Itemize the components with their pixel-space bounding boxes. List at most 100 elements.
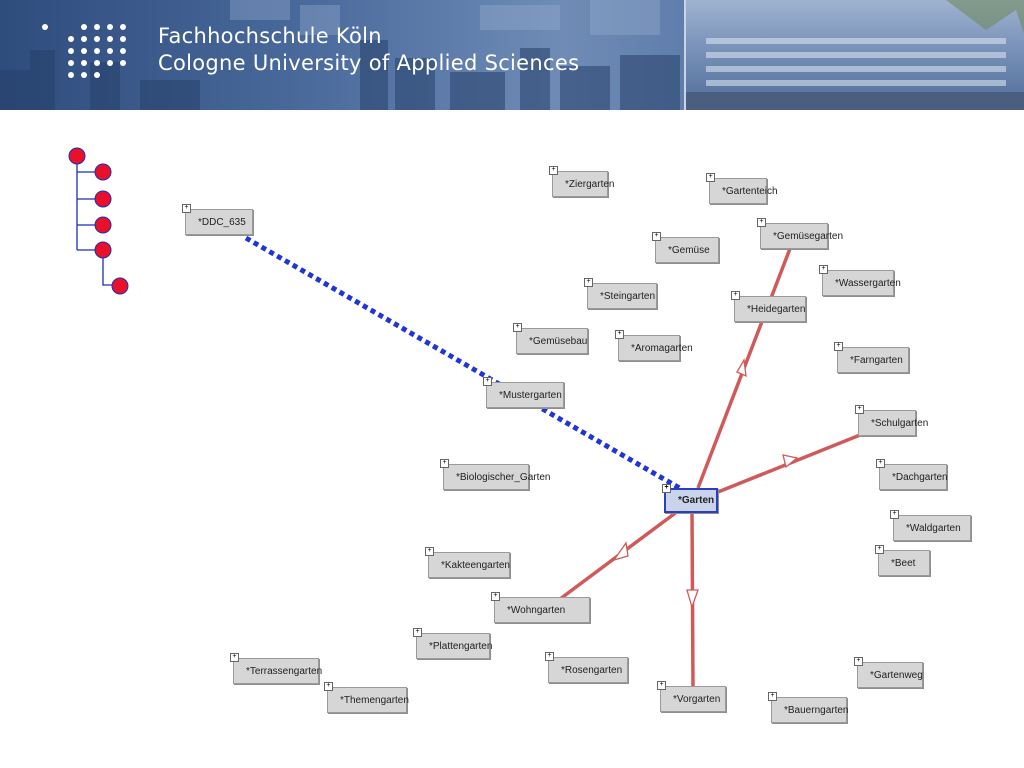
graph-node[interactable]: + *Gemüse [652, 232, 719, 263]
graph-edges [68, 147, 861, 689]
graph-node[interactable]: + *Heidegarten [731, 291, 806, 322]
expand-icon[interactable]: + [757, 218, 766, 227]
expand-icon[interactable]: + [584, 278, 593, 287]
graph-node[interactable]: +*Schulgarten [855, 405, 928, 436]
graph-node[interactable]: + *Bauerngarten [768, 692, 849, 723]
logo-dot [94, 60, 100, 66]
graph-node-center[interactable]: +*Garten [662, 484, 718, 513]
graph-node[interactable]: + *Gemüsegarten [757, 218, 843, 249]
expand-icon[interactable]: + [731, 291, 740, 300]
graph-node[interactable]: + *Aromagarten [615, 330, 693, 361]
expand-icon[interactable]: + [657, 681, 666, 690]
graph-node-label: *Gemüsebau [529, 335, 588, 347]
expand-icon[interactable]: + [819, 265, 828, 274]
logo-dot [81, 24, 87, 30]
graph-node[interactable]: + *Gemüsebau [513, 323, 588, 354]
expand-icon[interactable]: + [230, 653, 239, 662]
university-name-german: Fachhochschule Köln [158, 24, 382, 48]
logo-dot [81, 72, 87, 78]
graph-node[interactable]: + *Gartenweg [854, 657, 923, 688]
expand-icon[interactable]: + [652, 232, 661, 241]
graph-node[interactable]: + *Vorgarten [657, 681, 726, 712]
expand-icon[interactable]: + [545, 652, 554, 661]
expand-icon[interactable]: + [483, 377, 492, 386]
graph-node-label: *Biologischer_Garten [456, 471, 551, 483]
graph-node-label: *Gemüse [668, 244, 710, 256]
graph-node[interactable]: + *Waldgarten [890, 510, 971, 541]
logo-dot [120, 24, 126, 30]
arrow-vorgarten [686, 589, 699, 610]
graph-node[interactable]: + *DDC_635 [182, 204, 253, 235]
graph-node-label: *Bauerngarten [784, 704, 849, 716]
logo-dot [107, 60, 113, 66]
graph-node[interactable]: + *Ziergarten [549, 166, 614, 197]
logo-dot [68, 48, 74, 54]
graph-node-label: *Ziergarten [565, 178, 615, 190]
graph-node-label: *Aromagarten [631, 342, 693, 354]
graph-node[interactable]: + *Dachgarten [876, 459, 948, 490]
graph-node-label: *Mustergarten [499, 389, 562, 401]
logo-dot [120, 36, 126, 42]
graph-node[interactable]: +*Wassergarten [819, 265, 901, 296]
arrow-schulgarten [782, 454, 799, 469]
expand-icon[interactable]: + [491, 592, 500, 601]
graph-node-label: *Gemüsegarten [773, 230, 844, 242]
expand-icon[interactable]: + [706, 173, 715, 182]
graph-node-label: *Kakteengarten [441, 559, 510, 571]
expand-icon[interactable]: + [549, 166, 558, 175]
logo-dot [120, 48, 126, 54]
tree-hierarchy-icon [68, 147, 129, 295]
graph-node-label: *Terrassengarten [246, 665, 323, 677]
expand-icon[interactable]: + [513, 323, 522, 332]
graph-node[interactable]: + *Farngarten [834, 342, 909, 373]
graph-node[interactable]: + *Wohngarten [491, 592, 590, 623]
university-name-english: Cologne University of Applied Sciences [158, 51, 580, 75]
graph-node[interactable]: + *Kakteengarten [425, 547, 510, 578]
expand-icon[interactable]: + [890, 510, 899, 519]
expand-icon[interactable]: + [768, 692, 777, 701]
graph-node[interactable]: + *Mustergarten [483, 377, 564, 408]
expand-icon[interactable]: + [875, 545, 884, 554]
expand-icon[interactable]: + [615, 330, 624, 339]
graph-node-label: *Steingarten [600, 290, 656, 302]
expand-icon[interactable]: + [834, 342, 843, 351]
graph-node-label: *Plattengarten [429, 640, 493, 652]
graph-node-label: *Dachgarten [892, 471, 948, 483]
expand-icon[interactable]: + [324, 682, 333, 691]
graph-node[interactable]: + *Plattengarten [413, 628, 493, 659]
graph-node-label: *DDC_635 [198, 216, 246, 228]
graph-node[interactable]: + *Biologischer_Garten [440, 459, 551, 490]
graph-node-label: *Farngarten [850, 354, 903, 366]
graph-node-label: *Gartenteich [722, 185, 778, 197]
graph-node[interactable]: +*Themengarten [324, 682, 409, 713]
expand-icon[interactable]: + [876, 459, 885, 468]
graph-node-label: *Beet [891, 557, 916, 569]
graph-node-label: *Vorgarten [673, 693, 721, 705]
graph-node-label: *Heidegarten [747, 303, 806, 315]
expand-icon[interactable]: + [855, 405, 864, 414]
expand-icon[interactable]: + [413, 628, 422, 637]
expand-icon[interactable]: + [182, 204, 191, 213]
expand-icon[interactable]: + [662, 484, 671, 493]
logo-dot [107, 36, 113, 42]
expand-icon[interactable]: + [440, 459, 449, 468]
expand-icon[interactable]: + [425, 547, 434, 556]
logo-dot [81, 60, 87, 66]
logo-dot [94, 72, 100, 78]
graph-node[interactable]: + *Terrassengarten [230, 653, 323, 684]
graph-node[interactable]: + *Steingarten [584, 278, 657, 309]
logo-dot [68, 36, 74, 42]
graph-node[interactable]: + *Beet [875, 545, 930, 576]
graph-node-label: *Waldgarten [906, 522, 961, 534]
graph-node-label: *Gartenweg [870, 669, 923, 681]
graph-node-label: *Wohngarten [507, 604, 566, 616]
logo-dot [107, 48, 113, 54]
logo-dot [81, 36, 87, 42]
graph-node[interactable]: +*Rosengarten [545, 652, 628, 683]
logo-dot [68, 72, 74, 78]
expand-icon[interactable]: + [854, 657, 863, 666]
logo-dot [68, 60, 74, 66]
city-skyline-image [0, 0, 680, 110]
edge-ddc-garten [244, 235, 685, 493]
graph-node[interactable]: + *Gartenteich [706, 173, 778, 204]
